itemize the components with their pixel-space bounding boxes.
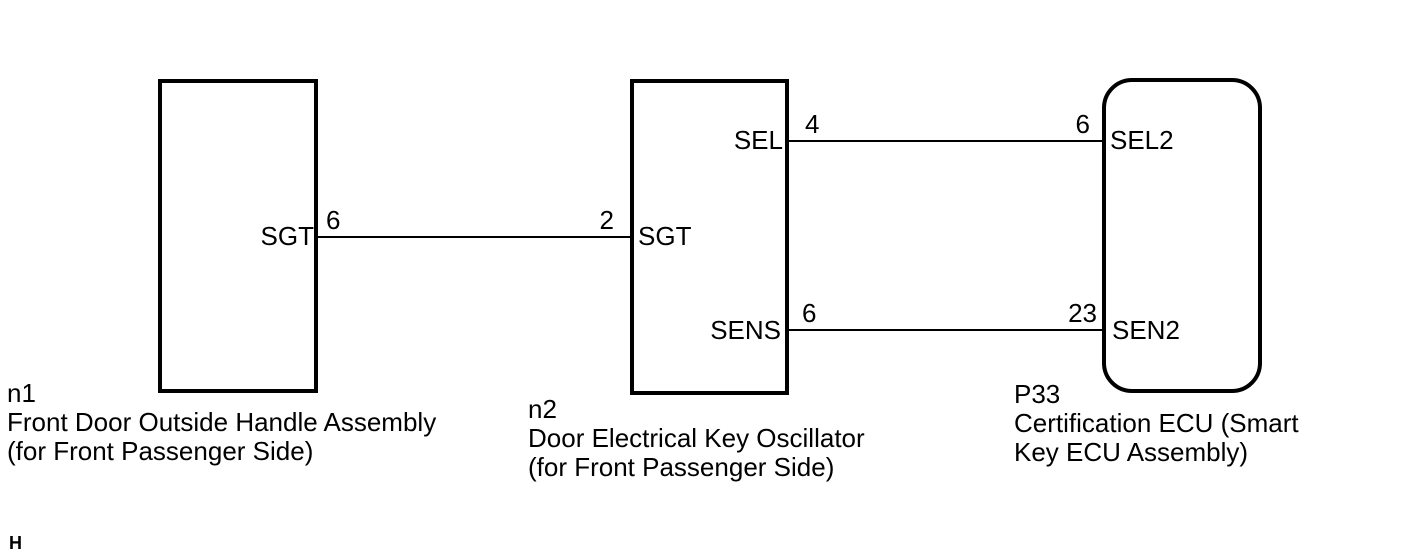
component-name-n2-line1: Door Electrical Key Oscillator — [528, 423, 865, 453]
component-box-p33 — [1102, 78, 1262, 393]
component-box-n1 — [158, 79, 318, 393]
component-code-n1: n1 — [7, 378, 36, 408]
pin-label-n1-sgt: SGT — [260, 221, 314, 251]
component-name-p33-line2: Key ECU Assembly) — [1014, 437, 1249, 467]
component-name-n2-line2: (for Front Passenger Side) — [528, 452, 835, 482]
component-name-p33-line1: Certification ECU (Smart — [1014, 408, 1299, 438]
wire-n2-sel-to-p33-sel2 — [787, 140, 1104, 142]
wire-n1-sgt-to-n2-sgt — [316, 236, 632, 238]
pin-number-p33-sel2: 6 — [1075, 109, 1090, 139]
pin-number-n2-sgt: 2 — [599, 205, 614, 235]
pin-number-n2-sens: 6 — [802, 298, 817, 328]
component-box-n2 — [630, 79, 789, 395]
pin-label-n2-sgt: SGT — [638, 221, 692, 251]
component-name-n1-line1: Front Door Outside Handle Assembly — [7, 407, 437, 437]
pin-number-n1-sgt: 6 — [326, 205, 341, 235]
wire-n2-sens-to-p33-sen2 — [787, 329, 1104, 331]
pin-label-p33-sen2: SEN2 — [1112, 315, 1180, 345]
component-label-n1: n1 Front Door Outside Handle Assembly (f… — [7, 379, 436, 466]
component-name-n1-line2: (for Front Passenger Side) — [7, 436, 314, 466]
component-label-p33: P33 Certification ECU (Smart Key ECU Ass… — [1014, 380, 1299, 467]
footer-mark: H — [9, 533, 22, 553]
pin-label-n2-sens: SENS — [710, 315, 781, 345]
pin-number-n2-sel: 4 — [805, 109, 820, 139]
pin-label-p33-sel2: SEL2 — [1110, 125, 1174, 155]
pin-number-p33-sen2: 23 — [1068, 298, 1097, 328]
component-label-n2: n2 Door Electrical Key Oscillator (for F… — [528, 395, 865, 482]
component-code-n2: n2 — [528, 394, 557, 424]
component-code-p33: P33 — [1014, 379, 1061, 409]
pin-label-n2-sel: SEL — [733, 125, 783, 155]
